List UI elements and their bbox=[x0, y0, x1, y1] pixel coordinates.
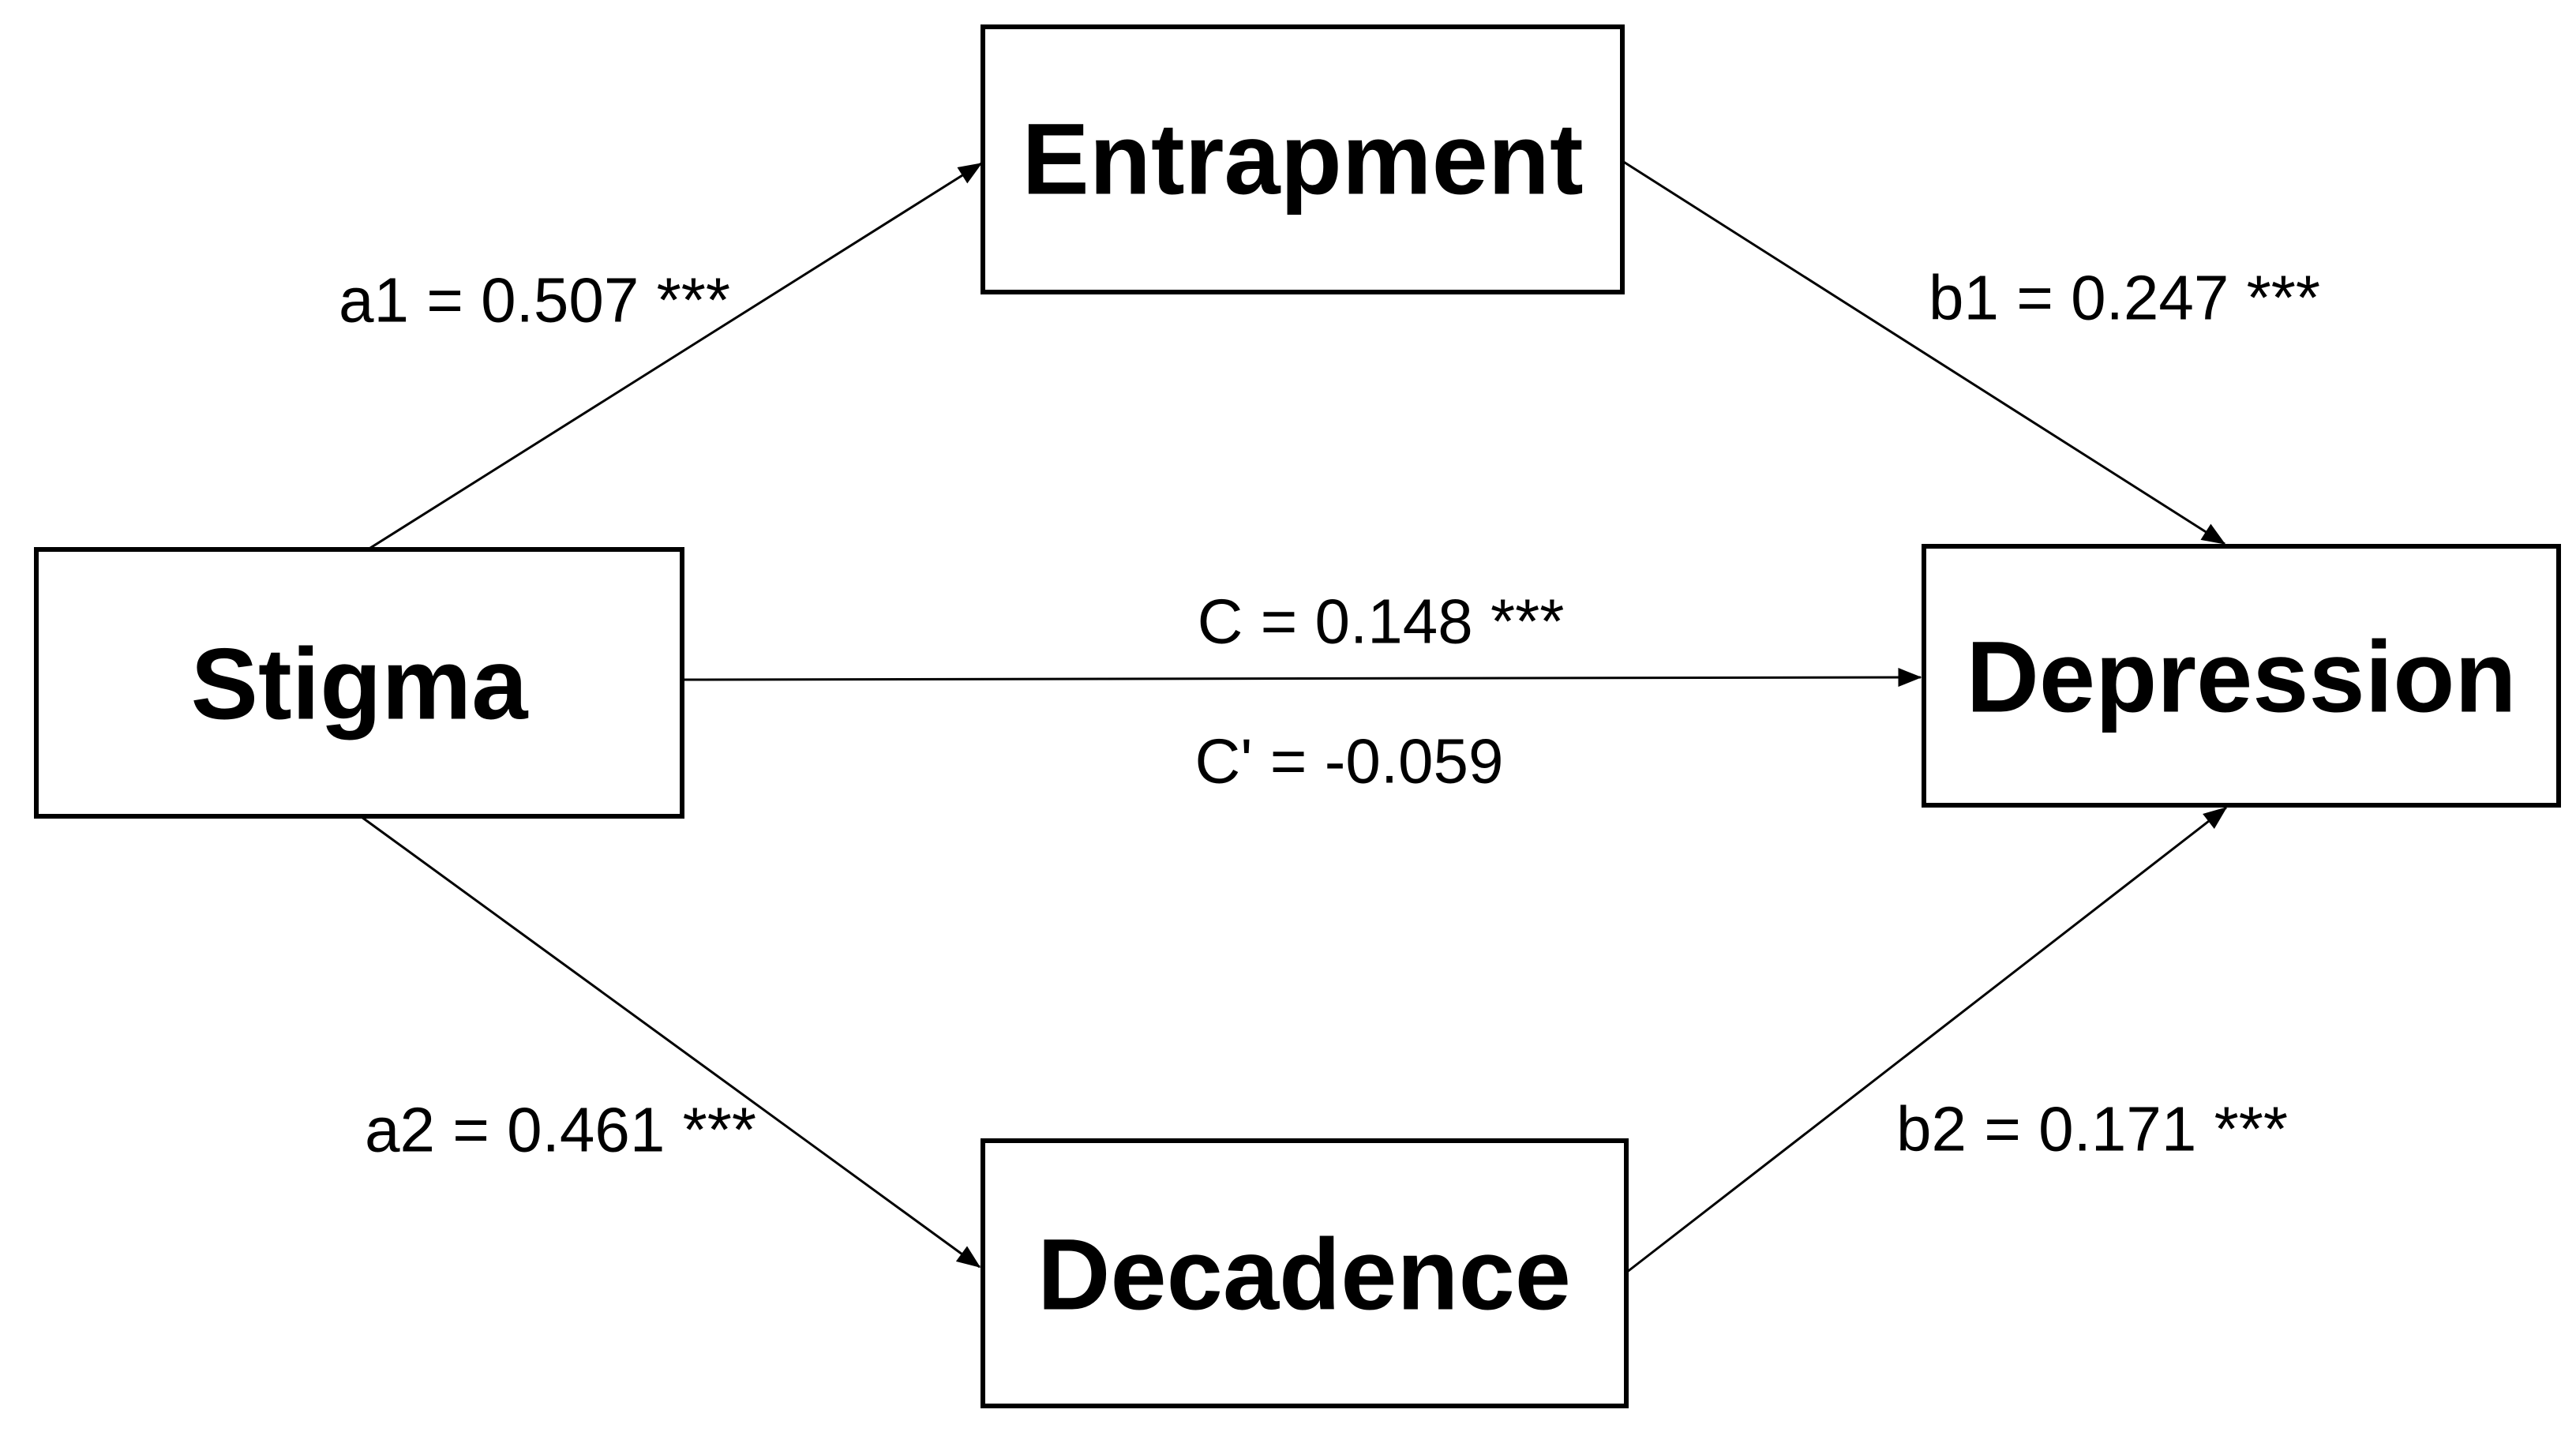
arrow-a1-stigma-to-entrapment bbox=[367, 162, 983, 551]
arrow-b1-entrapment-to-depression bbox=[1622, 159, 2226, 545]
arrow-a2-stigma-to-decadence bbox=[361, 815, 981, 1269]
node-stigma-box bbox=[34, 547, 684, 819]
node-entrapment-label: Entrapment bbox=[1022, 103, 1583, 216]
path-b1-label: b1 = 0.247 *** bbox=[1929, 263, 2320, 333]
node-decadence-label: Decadence bbox=[1037, 1219, 1571, 1332]
node-stigma-label: Stigma bbox=[191, 628, 529, 741]
arrow-c-stigma-to-depression bbox=[682, 668, 1922, 688]
path-b2-label: b2 = 0.171 *** bbox=[1896, 1094, 2288, 1164]
node-decadence-box bbox=[981, 1138, 1629, 1408]
node-depression-box bbox=[1922, 544, 2561, 808]
node-depression-label: Depression bbox=[1966, 621, 2516, 734]
path-a1-label: a1 = 0.507 *** bbox=[339, 265, 730, 336]
node-entrapment-box bbox=[981, 24, 1625, 294]
path-a2-label: a2 = 0.461 *** bbox=[365, 1095, 756, 1165]
path-c-prime-label: C' = -0.059 bbox=[1194, 726, 1503, 797]
arrow-b2-decadence-to-depression bbox=[1625, 806, 2228, 1274]
path-c-label: C = 0.148 *** bbox=[1198, 587, 1565, 657]
